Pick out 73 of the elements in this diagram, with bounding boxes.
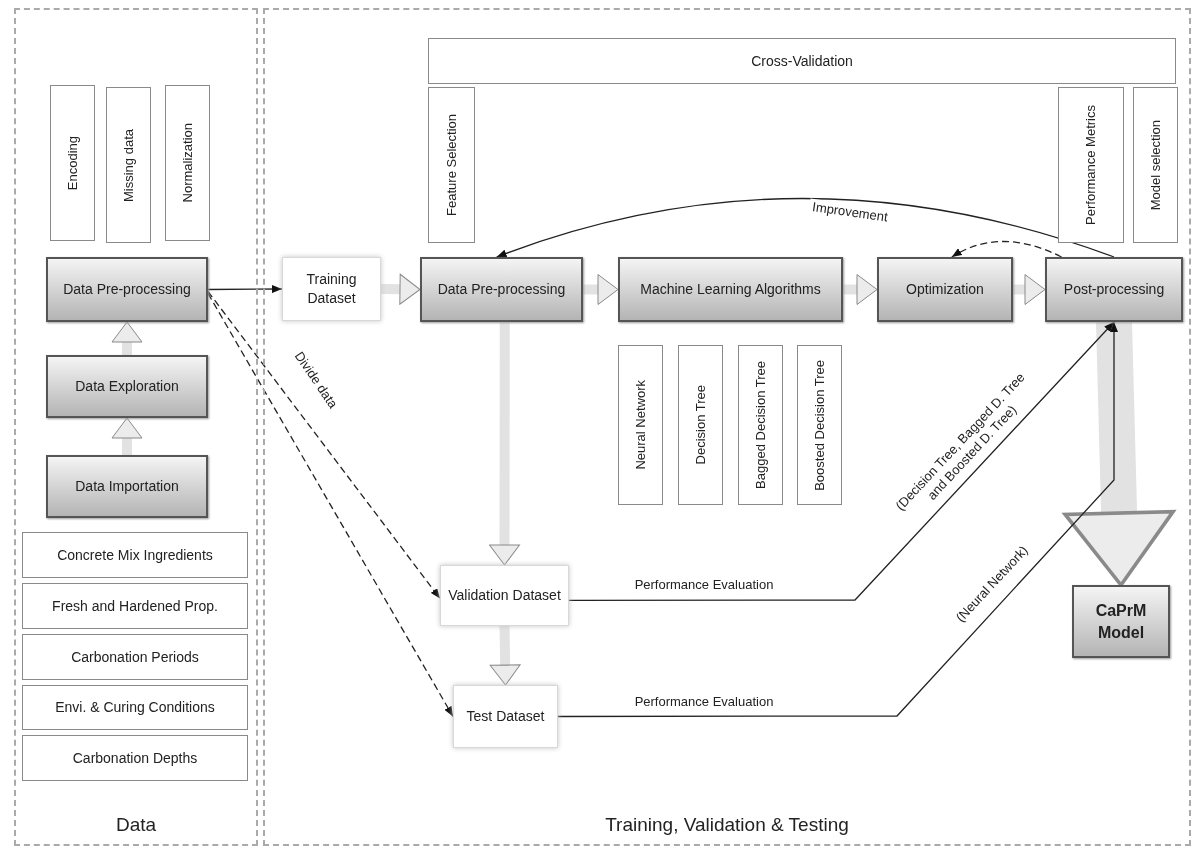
box-label: Envi. & Curing Conditions xyxy=(54,698,216,718)
box-label: Missing data xyxy=(119,127,137,204)
text-box xyxy=(453,685,558,748)
process-box xyxy=(46,355,208,418)
arrow xyxy=(207,290,441,600)
text-box xyxy=(738,345,783,505)
block-arrow xyxy=(111,321,143,355)
box-label: Concrete Mix Ingredients xyxy=(56,545,214,565)
arrow xyxy=(951,240,1063,258)
box-label: Carbonation Depths xyxy=(71,748,199,768)
box-label: Optimization xyxy=(905,280,985,300)
dashed-panel xyxy=(263,8,1191,846)
box-label: Bagged Decision Tree xyxy=(751,360,769,491)
block-arrow xyxy=(489,322,520,566)
arrow xyxy=(568,321,1115,602)
box-label: Data Pre-processing xyxy=(436,280,567,300)
block-arrow xyxy=(489,625,521,686)
box-label: Machine Learning Algorithms xyxy=(639,280,822,300)
box-label: Normalization xyxy=(178,122,196,205)
box-label: Validation Dataset xyxy=(447,586,562,606)
block-arrow xyxy=(380,273,421,305)
panel-title: Data xyxy=(115,813,157,838)
process-box xyxy=(46,257,208,322)
text-box xyxy=(22,532,248,578)
box-label: Encoding xyxy=(63,134,81,193)
box-label: Carbonation Periods xyxy=(70,647,200,667)
arrow xyxy=(207,285,283,294)
process-box xyxy=(1045,257,1183,322)
process-box xyxy=(420,257,583,322)
box-label: Decision Tree xyxy=(691,384,709,467)
text-box xyxy=(1133,87,1178,243)
box-label: Cross-Validation xyxy=(750,51,854,71)
box-label: CaPrM Model xyxy=(1094,600,1148,643)
box-label: Model selection xyxy=(1146,118,1164,213)
box-label: Boosted Decision Tree xyxy=(810,358,828,493)
panel-title: Training, Validation & Testing xyxy=(605,813,849,838)
text-box xyxy=(22,685,248,730)
text-box xyxy=(428,38,1176,84)
text-box xyxy=(165,85,210,241)
text-box xyxy=(440,565,569,626)
text-box xyxy=(106,87,151,243)
process-box xyxy=(618,257,843,322)
box-label: Data Importation xyxy=(74,477,180,497)
text-box xyxy=(1058,87,1124,243)
box-label: Performance Metrics xyxy=(1082,104,1100,227)
text-box xyxy=(22,583,248,629)
arrow xyxy=(495,197,1115,258)
block-arrow xyxy=(843,274,878,305)
text-box xyxy=(50,85,95,241)
box-label: Neural Network xyxy=(631,379,649,472)
text-box xyxy=(678,345,723,505)
process-box xyxy=(1072,585,1170,658)
box-label: Training Dataset xyxy=(305,270,358,308)
box-label: Test Dataset xyxy=(465,707,546,727)
block-arrow xyxy=(1013,274,1046,305)
block-arrow xyxy=(111,417,143,455)
text-box xyxy=(22,735,248,781)
box-label: Post-processing xyxy=(1062,280,1166,300)
box-label: Data Pre-processing xyxy=(62,280,192,300)
box-label: Data Exploration xyxy=(74,377,180,397)
text-box xyxy=(282,257,381,321)
box-label: Feature Selection xyxy=(442,113,460,218)
block-arrow xyxy=(583,274,619,305)
text-box xyxy=(22,634,248,680)
block-arrow xyxy=(1063,321,1175,587)
arrow xyxy=(557,321,1118,718)
box-label: Fresh and Hardened Prop. xyxy=(51,596,219,616)
dashed-panel xyxy=(14,8,258,846)
text-box xyxy=(428,87,475,243)
process-box xyxy=(46,455,208,518)
text-box xyxy=(797,345,842,505)
text-box xyxy=(618,345,663,505)
process-box xyxy=(877,257,1013,322)
